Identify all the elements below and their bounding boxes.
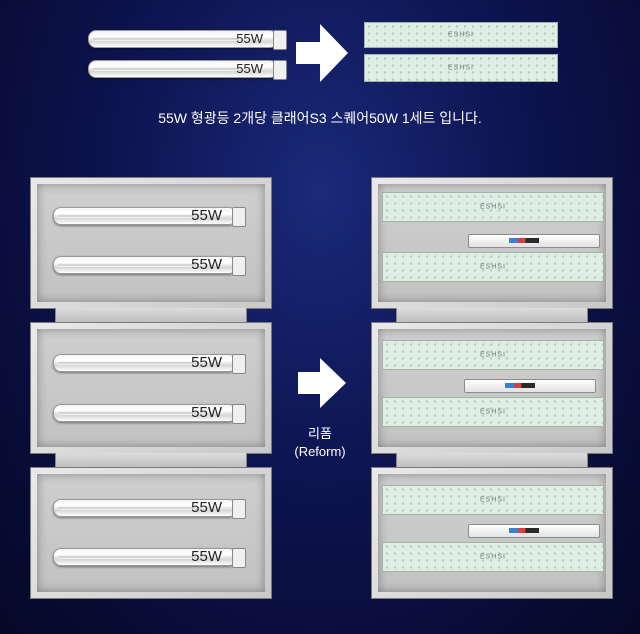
fixture-lamp: 55W: [53, 499, 246, 519]
led-module: ESHSI: [382, 542, 604, 572]
led-fixture-1: ESHSI ESHSI: [371, 177, 613, 309]
fixture-connector: [396, 308, 588, 322]
lamp-wattage-label: 55W: [236, 31, 263, 46]
lamp-wattage-label: 55W: [236, 61, 263, 76]
reform-label-ko: 리폼: [308, 426, 332, 441]
led-driver: [468, 234, 600, 248]
fixture-connector: [55, 308, 247, 322]
caption-text: 55W 형광등 2개당 클래어S3 스퀘어50W 1세트 입니다.: [158, 110, 482, 126]
led-driver: [468, 524, 600, 538]
led-module: ESHSI: [382, 485, 604, 515]
led-module: ESHSI: [382, 397, 604, 427]
led-fixture-3: ESHSI ESHSI: [371, 467, 613, 599]
fixture-connector: [396, 453, 588, 467]
fixture-lamp: 55W: [53, 404, 246, 424]
fixture-lamp: 55W: [53, 207, 246, 227]
led-module: ESHSI: [382, 192, 604, 222]
fixture-lamp: 55W: [53, 548, 246, 568]
top-lamp-2: 55W: [88, 60, 287, 80]
top-arrow-icon: [296, 24, 348, 82]
reform-label: 리폼 (Reform): [280, 425, 360, 461]
fixture-lamp: 55W: [53, 354, 246, 374]
top-lamp-1: 55W: [88, 30, 287, 50]
led-module: ESHSI: [382, 252, 604, 282]
reform-label-en: (Reform): [294, 444, 346, 459]
fixture-connector: [55, 453, 247, 467]
led-module: ESHSI: [382, 340, 604, 370]
led-fixture-2: ESHSI ESHSI: [371, 322, 613, 454]
reform-arrow-icon: [298, 358, 346, 408]
top-led-module-2: ESHSI: [364, 54, 558, 82]
fluorescent-fixture-3: 55W 55W: [30, 467, 272, 599]
led-driver: [464, 379, 596, 393]
fluorescent-fixture-1: 55W 55W: [30, 177, 272, 309]
fluorescent-fixture-2: 55W 55W: [30, 322, 272, 454]
top-led-module-1: ESHSI: [364, 22, 558, 48]
fixture-lamp: 55W: [53, 256, 246, 276]
